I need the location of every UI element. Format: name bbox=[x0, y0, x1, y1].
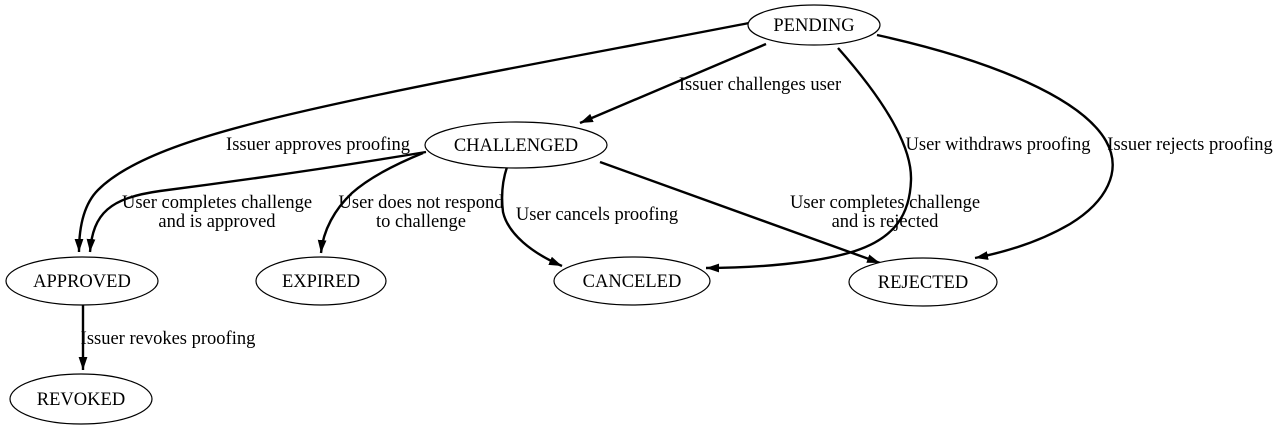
node-rejected bbox=[848, 257, 998, 307]
node-challenged bbox=[424, 121, 608, 169]
edge-pending-challenged bbox=[579, 42, 767, 125]
node-label-expired: EXPIRED bbox=[282, 272, 360, 292]
edge-pending-canceled bbox=[705, 47, 913, 273]
node-approved bbox=[5, 256, 159, 306]
node-label-rejected: REJECTED bbox=[878, 273, 968, 293]
edge-label-pending-approved: Issuer approves proofing bbox=[226, 135, 410, 155]
node-label-canceled: CANCELED bbox=[583, 272, 682, 292]
edge-label-pending-canceled: User withdraws proofing bbox=[906, 135, 1091, 155]
edges-layer bbox=[74, 21, 1114, 370]
node-revoked bbox=[9, 373, 153, 425]
node-label-challenged: CHALLENGED bbox=[454, 136, 578, 156]
edge-label-pending-challenged: Issuer challenges user bbox=[679, 75, 841, 95]
edge-pending-approved bbox=[74, 21, 750, 253]
node-pending bbox=[747, 4, 881, 46]
edge-challenged-approved bbox=[86, 150, 427, 253]
node-canceled bbox=[553, 256, 711, 306]
edge-challenged-canceled bbox=[500, 166, 563, 268]
node-expired bbox=[255, 256, 387, 306]
edge-label-challenged-canceled: User cancels proofing bbox=[516, 205, 678, 225]
edge-challenged-rejected bbox=[599, 160, 881, 265]
nodes-layer: PENDING CHALLENGED APPROVED EXPIRED CANCELED… bbox=[5, 4, 998, 425]
node-label-pending: PENDING bbox=[773, 16, 854, 36]
edge-pending-rejected bbox=[876, 33, 1114, 260]
node-label-approved: APPROVED bbox=[33, 272, 131, 292]
node-label-revoked: REVOKED bbox=[37, 390, 125, 410]
edge-challenged-expired bbox=[317, 151, 424, 254]
edge-label-approved-revoked: Issuer revokes proofing bbox=[81, 329, 256, 349]
edge-label-pending-rejected: Issuer rejects proofing bbox=[1107, 135, 1272, 155]
